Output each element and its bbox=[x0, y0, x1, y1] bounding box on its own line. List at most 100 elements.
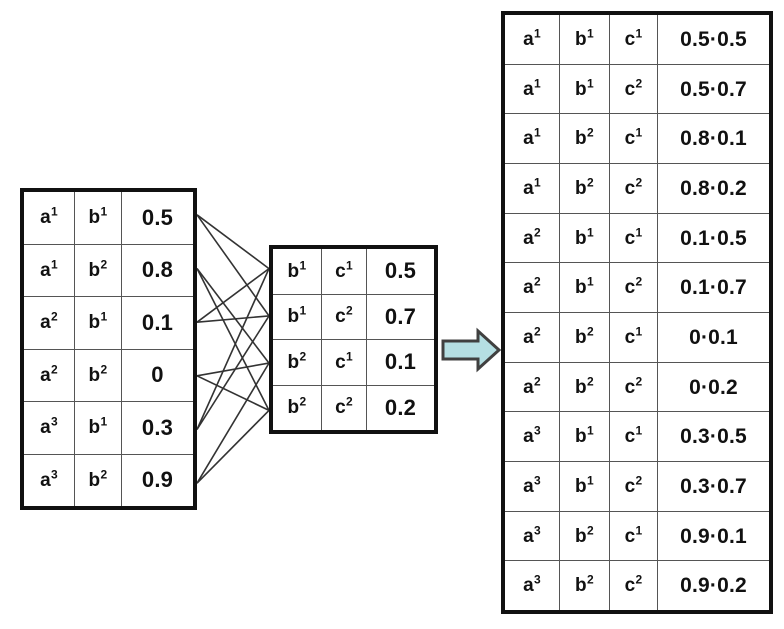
cell-c-text: c2 bbox=[624, 473, 643, 497]
cell-b-text: b2 bbox=[88, 257, 108, 281]
cell-value-text: 0.9 bbox=[141, 467, 174, 493]
cell-c: c1 bbox=[322, 249, 367, 294]
cell-a: a2 bbox=[24, 297, 75, 349]
connector-line bbox=[196, 214, 270, 317]
cell-b-text: b1 bbox=[287, 303, 307, 328]
cell-a-text: a3 bbox=[523, 572, 541, 597]
cell-b: b2 bbox=[75, 454, 122, 506]
connector-line bbox=[196, 409, 270, 484]
connector-line bbox=[196, 375, 270, 412]
connector-line bbox=[196, 267, 270, 323]
cell-b-text: b1 bbox=[287, 258, 307, 282]
cell-b: b1 bbox=[560, 462, 610, 511]
cell-a: a1 bbox=[505, 164, 560, 213]
cell-b: b1 bbox=[560, 213, 610, 263]
cell-value-text: 0.8 bbox=[141, 257, 174, 283]
cell-value: 0.3·0.5 bbox=[658, 412, 769, 461]
cell-b: b1 bbox=[273, 294, 322, 339]
cell-c: c2 bbox=[610, 561, 658, 611]
cell-b: b1 bbox=[560, 15, 610, 64]
cell-b-text: b1 bbox=[88, 414, 108, 439]
cell-a: a2 bbox=[505, 213, 560, 263]
cell-c-text: c2 bbox=[624, 76, 643, 100]
cell-b: b2 bbox=[560, 362, 610, 412]
cell-a: a3 bbox=[505, 561, 560, 611]
cell-value: 0.5 bbox=[367, 249, 434, 294]
cell-value: 0.8 bbox=[122, 245, 193, 297]
cell-b-text: b2 bbox=[88, 362, 108, 386]
table-row: a3 b1 0.3 bbox=[24, 402, 193, 455]
cell-b-text: b1 bbox=[575, 473, 594, 497]
table-row: a2 b2 0 bbox=[24, 349, 193, 402]
cell-b: b2 bbox=[560, 313, 610, 362]
cell-a-text: a2 bbox=[523, 274, 541, 299]
cell-b: b1 bbox=[75, 192, 122, 244]
cell-a: a1 bbox=[505, 114, 560, 164]
cell-c: c1 bbox=[610, 15, 658, 64]
cell-c: c1 bbox=[610, 213, 658, 263]
cell-a: a1 bbox=[505, 15, 560, 64]
cell-value-text: 0.5·0.7 bbox=[680, 77, 747, 101]
cell-b-text: b1 bbox=[88, 309, 108, 334]
cell-c: c2 bbox=[322, 294, 367, 339]
connector-line bbox=[196, 268, 270, 430]
cell-c-text: c1 bbox=[624, 324, 643, 348]
cell-b: b2 bbox=[560, 561, 610, 611]
cell-value-text: 0.1·0.7 bbox=[680, 276, 747, 300]
cell-value-text: 0.8·0.2 bbox=[680, 176, 747, 200]
connector-line bbox=[196, 214, 270, 270]
cell-value: 0 bbox=[122, 350, 193, 402]
cell-a-text: a2 bbox=[523, 374, 541, 398]
cell-c: c1 bbox=[610, 412, 658, 462]
cell-c-text: c1 bbox=[624, 26, 643, 50]
cell-c: c1 bbox=[322, 340, 367, 385]
cell-a: a2 bbox=[505, 263, 560, 313]
cell-value-text: 0.9·0.2 bbox=[680, 574, 747, 598]
cell-c-text: c2 bbox=[624, 572, 643, 597]
cell-b-text: b2 bbox=[575, 324, 594, 348]
cell-c: c2 bbox=[610, 362, 658, 412]
cell-a-text: a2 bbox=[40, 309, 58, 334]
cell-a-text: a1 bbox=[40, 204, 58, 229]
cell-a: a2 bbox=[505, 313, 560, 362]
cell-value: 0.3 bbox=[122, 402, 193, 454]
cell-b: b2 bbox=[560, 511, 610, 561]
cell-value-text: 0.7 bbox=[384, 303, 417, 329]
cell-b-text: b1 bbox=[575, 76, 594, 100]
cell-c-text: c1 bbox=[624, 125, 643, 150]
cell-value: 0.1·0.7 bbox=[658, 263, 769, 312]
transform-arrow-icon bbox=[441, 327, 502, 373]
cell-a-text: a3 bbox=[523, 473, 541, 497]
table-row: a2 b2 c1 0·0.1 bbox=[505, 313, 769, 363]
cell-value-text: 0.3·0.7 bbox=[680, 474, 747, 498]
connector-line bbox=[196, 315, 270, 430]
cell-a-text: a2 bbox=[523, 324, 541, 348]
connector-line bbox=[196, 362, 270, 377]
cell-b-text: b1 bbox=[575, 274, 594, 299]
cell-b: b1 bbox=[75, 297, 122, 349]
cell-value-text: 0.2 bbox=[384, 394, 417, 420]
cell-value-text: 0·0.2 bbox=[689, 375, 738, 399]
cell-c: c1 bbox=[610, 114, 658, 164]
cell-value-text: 0·0.1 bbox=[689, 325, 738, 349]
cell-value: 0.5·0.5 bbox=[658, 15, 769, 64]
cell-b: b1 bbox=[560, 64, 610, 114]
cell-a-text: a3 bbox=[40, 414, 58, 439]
cell-a: a3 bbox=[24, 454, 75, 506]
cell-c: c1 bbox=[610, 511, 658, 561]
cell-a-text: a1 bbox=[523, 125, 541, 150]
cell-b: b2 bbox=[273, 340, 322, 385]
cell-b-text: b2 bbox=[575, 175, 594, 199]
table-row: a3 b2 c2 0.9·0.2 bbox=[505, 561, 769, 611]
cell-a-text: a2 bbox=[40, 362, 58, 386]
cell-c-text: c2 bbox=[335, 303, 353, 328]
cell-value: 0.8·0.1 bbox=[658, 114, 769, 163]
